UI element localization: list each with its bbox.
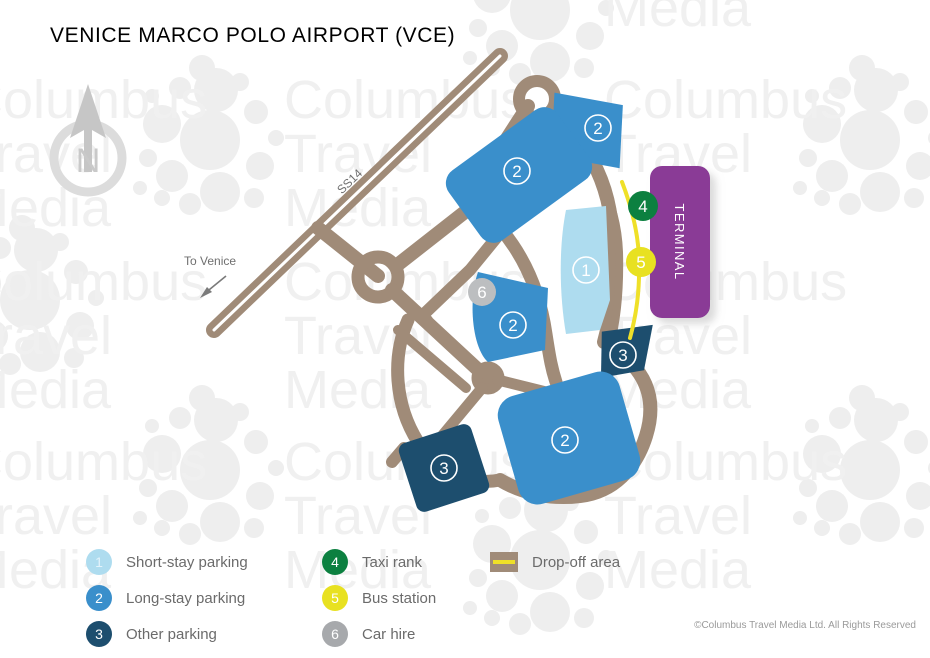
road-inner-branch (399, 295, 433, 325)
terminal-building[interactable] (650, 166, 710, 318)
road-link-ss14-roundabout (311, 221, 385, 283)
watermark-line-27: Media (604, 540, 752, 600)
svg-text:3: 3 (439, 459, 448, 478)
legend-marker-4: 4 (322, 549, 348, 575)
legend-label-other-parking: Other parking (126, 625, 217, 643)
legend-label-bus-station: Bus station (362, 589, 437, 607)
svg-text:5: 5 (636, 253, 645, 272)
legend-column-dropoff: Drop-off area (490, 544, 620, 580)
map-marker-short-stay-1[interactable]: 1 (572, 256, 600, 284)
watermark-line-1: Columbus (0, 70, 207, 130)
svg-text:2: 2 (593, 119, 602, 138)
watermark-line-19: Columbus (604, 70, 847, 130)
watermark-line-4: Columbus (0, 252, 207, 312)
legend-item-long-stay-parking[interactable]: 2 Long-stay parking (86, 580, 248, 616)
map-marker-taxi-rank-4[interactable]: 4 (628, 191, 658, 221)
svg-text:2: 2 (560, 431, 569, 450)
map-marker-other-parking-3a[interactable]: 3 (609, 341, 637, 369)
to-venice-group: To Venice (184, 254, 236, 298)
legend-label-short-stay-parking: Short-stay parking (126, 553, 248, 571)
svg-text:6: 6 (477, 283, 486, 302)
legend-label-car-hire: Car hire (362, 625, 416, 643)
legend-item-dropoff-area[interactable]: Drop-off area (490, 544, 620, 580)
copyright-notice: ©Columbus Travel Media Ltd. All Rights R… (694, 620, 916, 631)
watermark-line-26: Travel (604, 486, 752, 546)
to-venice-label: To Venice (184, 254, 236, 268)
watermark-line-17: Travel (284, 486, 432, 546)
legend-column-transport: 4 Taxi rank 5 Bus station 6 Car hire (322, 544, 436, 652)
watermark-line-10: Columbus (284, 70, 527, 130)
road-ss14 (206, 48, 508, 338)
legend-item-car-hire[interactable]: 6 Car hire (322, 616, 436, 652)
legend-marker-5: 5 (322, 585, 348, 611)
road-inner-cross (393, 325, 471, 393)
legend-marker-3: 3 (86, 621, 112, 647)
watermark-line-18: Media (284, 540, 432, 600)
map-marker-other-parking-3b[interactable]: 3 (430, 454, 458, 482)
svg-text:2: 2 (512, 162, 521, 181)
terminal-label: TERMINAL (672, 204, 687, 281)
map-marker-long-stay-2d[interactable]: 2 (551, 426, 579, 454)
legend-item-other-parking[interactable]: 3 Other parking (86, 616, 248, 652)
parking-lot-long-stay-lower[interactable] (493, 367, 645, 509)
legend-marker-1: 1 (86, 549, 112, 575)
page-title: VENICE MARCO POLO AIRPORT (VCE) (50, 24, 456, 47)
roundabout-main (351, 250, 405, 304)
parking-lot-short-stay[interactable] (560, 206, 610, 334)
compass-north-label: N (76, 142, 101, 180)
map-marker-long-stay-2a[interactable]: 2 (584, 114, 612, 142)
parking-lot-other-lower-left[interactable] (397, 422, 492, 514)
legend-item-bus-station[interactable]: 5 Bus station (322, 580, 436, 616)
legend-marker-6: 6 (322, 621, 348, 647)
legend-label-taxi-rank: Taxi rank (362, 553, 423, 571)
map-marker-long-stay-2b[interactable]: 2 (503, 157, 531, 185)
legend-item-short-stay-parking[interactable]: 1 Short-stay parking (86, 544, 248, 580)
watermark-line-21: Media (604, 0, 752, 38)
compass-rose: N (49, 84, 127, 197)
legend-marker-2: 2 (86, 585, 112, 611)
watermark-line-5: Travel (0, 306, 112, 366)
terminal-building-group: TERMINAL (650, 166, 710, 318)
watermark-line-7: Columbus (0, 432, 207, 492)
legend-column-parking: 1 Short-stay parking 2 Long-stay parking… (86, 544, 248, 652)
road-terminal-inner-lane (596, 174, 624, 350)
svg-text:1: 1 (581, 261, 590, 280)
legend-label-long-stay-parking: Long-stay parking (126, 589, 246, 607)
legend-label-dropoff-area: Drop-off area (532, 553, 621, 571)
map-marker-bus-station-5[interactable]: 5 (626, 247, 656, 277)
map-marker-car-hire-6[interactable]: 6 (468, 278, 496, 306)
parking-lot-long-stay-upper-left[interactable] (440, 101, 599, 249)
watermark-line-8: Travel (0, 486, 112, 546)
to-venice-arrowhead-icon (200, 287, 212, 298)
watermark-line-6: Media (0, 360, 112, 420)
svg-text:2: 2 (508, 316, 517, 335)
compass-needle-icon (70, 84, 106, 172)
map-marker-long-stay-2c[interactable]: 2 (499, 311, 527, 339)
map-legend: 1 Short-stay parking 2 Long-stay parking… (86, 544, 916, 652)
svg-text:4: 4 (638, 197, 647, 216)
dropoff-swatch-icon (490, 552, 518, 572)
legend-item-taxi-rank[interactable]: 4 Taxi rank (322, 544, 436, 580)
svg-text:3: 3 (618, 346, 627, 365)
map-markers: 1 2 2 2 2 3 (430, 114, 658, 482)
